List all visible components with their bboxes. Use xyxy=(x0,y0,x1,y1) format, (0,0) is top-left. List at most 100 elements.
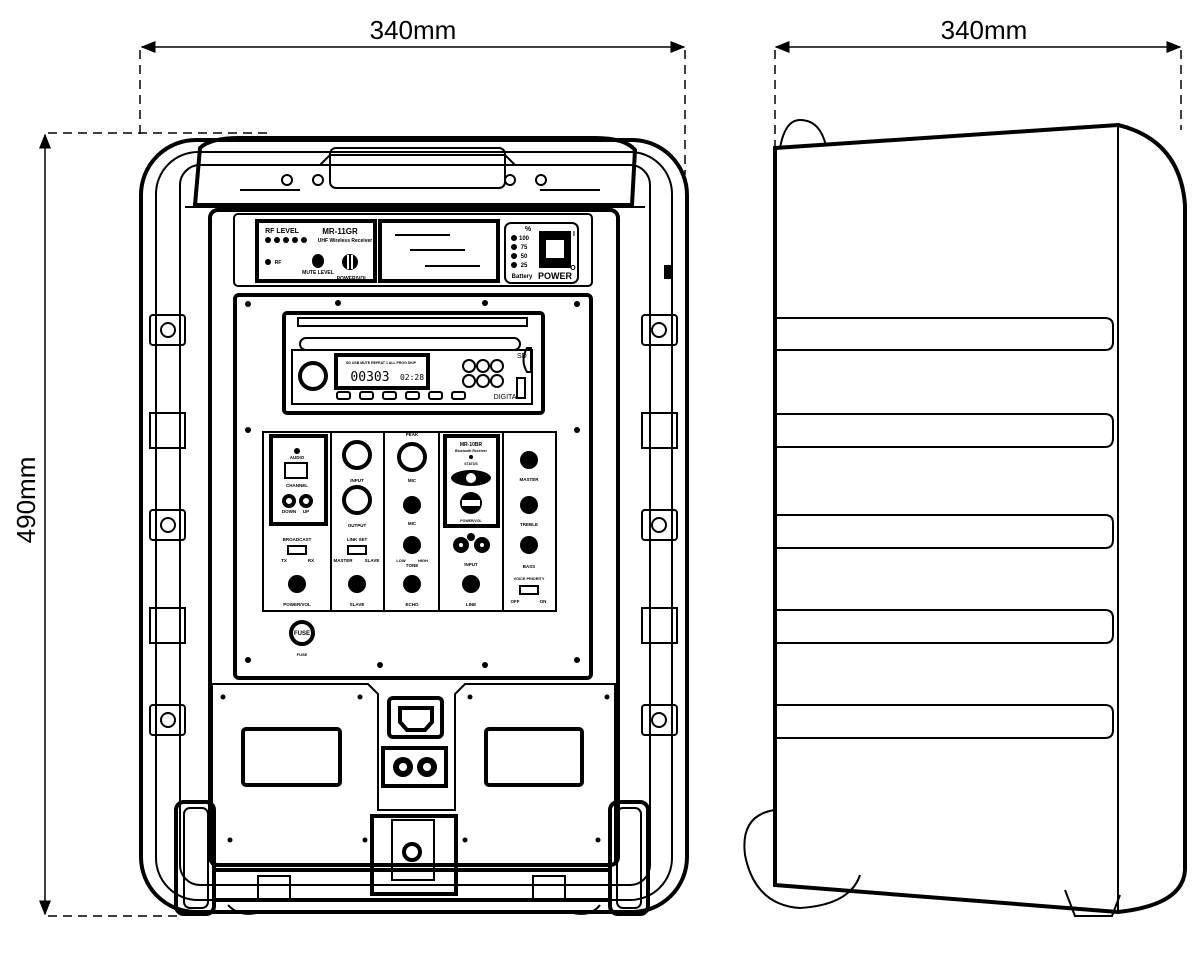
power-vol-knob[interactable] xyxy=(288,575,306,593)
svg-text:LINE: LINE xyxy=(466,602,476,607)
bass-knob[interactable] xyxy=(520,536,538,554)
height-dimension: 490mm xyxy=(11,132,272,917)
cd-button[interactable] xyxy=(490,359,504,373)
fuse-holder[interactable] xyxy=(289,620,315,646)
svg-text:LOW: LOW xyxy=(396,558,406,563)
transport-button[interactable] xyxy=(336,391,351,400)
svg-text:POWER/VOL: POWER/VOL xyxy=(337,276,368,282)
mute-level-knob[interactable] xyxy=(312,254,324,268)
cd-button[interactable] xyxy=(462,374,476,388)
control-panel: SD USB MUTE REPEAT 1 ALL PROG SKIP 00303… xyxy=(233,293,593,680)
bottom-panel xyxy=(211,683,616,896)
svg-text:MASTER: MASTER xyxy=(520,477,540,482)
svg-text:PEAK: PEAK xyxy=(406,432,419,437)
svg-text:MR-10BR: MR-10BR xyxy=(460,442,483,448)
slave-knob[interactable] xyxy=(348,575,366,593)
svg-text:HIGH: HIGH xyxy=(418,558,428,563)
svg-text:DIGITAL: DIGITAL xyxy=(494,394,521,401)
svg-text:SLAVE: SLAVE xyxy=(350,602,365,607)
svg-text:TONE: TONE xyxy=(406,563,418,568)
output-xlr-jack[interactable] xyxy=(342,485,372,515)
front-view: RF LEVEL MR-11GR UHF Wireless Receiver R… xyxy=(139,136,689,916)
wireless-receiver-module xyxy=(255,219,377,283)
svg-text:POWER/VOL: POWER/VOL xyxy=(283,602,311,607)
channel-down-button[interactable] xyxy=(282,494,296,508)
link-module: INPUT OUTPUT LINK SET MASTER SLAVE SLAVE xyxy=(330,431,385,612)
mic-combo-jack[interactable] xyxy=(397,442,427,472)
svg-text:02:28: 02:28 xyxy=(400,373,424,382)
svg-text:UHF Wireless Receiver: UHF Wireless Receiver xyxy=(318,238,372,244)
svg-text:MR-11GR: MR-11GR xyxy=(322,227,358,236)
voice-priority-switch[interactable] xyxy=(519,585,539,595)
svg-text:%: % xyxy=(525,226,532,233)
svg-text:100: 100 xyxy=(519,236,530,242)
transport-button[interactable] xyxy=(451,391,466,400)
svg-text:RX: RX xyxy=(308,558,314,563)
svg-text:AUDIO: AUDIO xyxy=(290,455,305,460)
svg-text:MASTER: MASTER xyxy=(334,558,354,563)
svg-text:ON: ON xyxy=(540,599,547,604)
front-width-label: 340mm xyxy=(370,15,457,45)
sd-slot[interactable] xyxy=(522,347,532,373)
input-xlr-jack[interactable] xyxy=(342,440,372,470)
transport-button[interactable] xyxy=(428,391,443,400)
cd-button[interactable] xyxy=(476,374,490,388)
link-set-switch[interactable] xyxy=(347,545,367,555)
line-knob[interactable] xyxy=(462,575,480,593)
svg-text:FUSE: FUSE xyxy=(294,631,310,637)
svg-text:SD USB MUTE REPEAT 1 ALL PROG: SD USB MUTE REPEAT 1 ALL PROG SKIP xyxy=(346,361,417,365)
svg-text:MUTE LEVEL: MUTE LEVEL xyxy=(302,270,334,276)
bottom-plug xyxy=(370,814,458,896)
blank-cover xyxy=(378,219,500,283)
transport-button[interactable] xyxy=(382,391,397,400)
svg-text:50: 50 xyxy=(521,254,528,260)
side-cabinet-outline xyxy=(773,122,1187,915)
svg-text:POWER/VOL: POWER/VOL xyxy=(460,519,482,523)
svg-text:DOWN: DOWN xyxy=(282,509,296,514)
cd-usb-player: SD USB MUTE REPEAT 1 ALL PROG SKIP 00303… xyxy=(282,311,545,415)
mic-module: PEAK MIC MIC LOW HIGH TONE ECHO xyxy=(383,431,440,612)
svg-text:O: O xyxy=(570,265,576,272)
side-depth-label: 340mm xyxy=(941,15,1028,45)
mic-knob[interactable] xyxy=(403,496,421,514)
svg-text:MIC: MIC xyxy=(408,478,417,483)
svg-text:INPUT: INPUT xyxy=(464,562,478,567)
svg-text:SD: SD xyxy=(517,353,527,360)
speaker-output-terminals[interactable] xyxy=(381,746,448,788)
svg-text:BASS: BASS xyxy=(523,564,536,569)
svg-text:25: 25 xyxy=(521,263,528,269)
usb-port[interactable] xyxy=(516,377,526,399)
svg-text:TREBLE: TREBLE xyxy=(520,522,538,527)
cd-button[interactable] xyxy=(476,359,490,373)
transport-button[interactable] xyxy=(359,391,374,400)
bluetooth-module: MR-10BR Bluetooth Receiver STATUS POWER/… xyxy=(438,431,504,612)
svg-text:Battery: Battery xyxy=(512,274,533,280)
svg-text:ECHO: ECHO xyxy=(405,602,419,607)
cd-button[interactable] xyxy=(462,359,476,373)
master-knob[interactable] xyxy=(520,451,538,469)
cd-button[interactable] xyxy=(490,374,504,388)
svg-text:Bluetooth Receiver: Bluetooth Receiver xyxy=(455,449,488,453)
channel-up-button[interactable] xyxy=(299,494,313,508)
svg-text:POWER: POWER xyxy=(538,271,573,281)
wireless-module: AUDIO CHANNEL DOWN UP BROADCAST TX RX PO… xyxy=(262,431,332,612)
svg-text:VOICE PRIORITY: VOICE PRIORITY xyxy=(514,577,545,581)
svg-text:SLAVE: SLAVE xyxy=(365,558,380,563)
side-clips xyxy=(149,265,678,736)
transport-button[interactable] xyxy=(405,391,420,400)
volume-knob[interactable] xyxy=(298,361,328,391)
tone-knob[interactable] xyxy=(403,536,421,554)
svg-text:OFF: OFF xyxy=(511,599,520,604)
svg-text:FUSE: FUSE xyxy=(297,652,308,657)
master-module: MASTER TREBLE BASS VOICE PRIORITY OFF ON xyxy=(502,431,557,612)
svg-text:BROADCAST: BROADCAST xyxy=(283,537,312,542)
height-label: 490mm xyxy=(11,457,41,544)
echo-knob[interactable] xyxy=(403,575,421,593)
treble-knob[interactable] xyxy=(520,496,538,514)
depth-dimension-side: 340mm xyxy=(774,15,1182,148)
broadcast-switch[interactable] xyxy=(287,545,307,555)
ac-power-inlet[interactable] xyxy=(387,696,444,739)
svg-text:INPUT: INPUT xyxy=(350,478,364,483)
svg-text:TX: TX xyxy=(281,558,287,563)
